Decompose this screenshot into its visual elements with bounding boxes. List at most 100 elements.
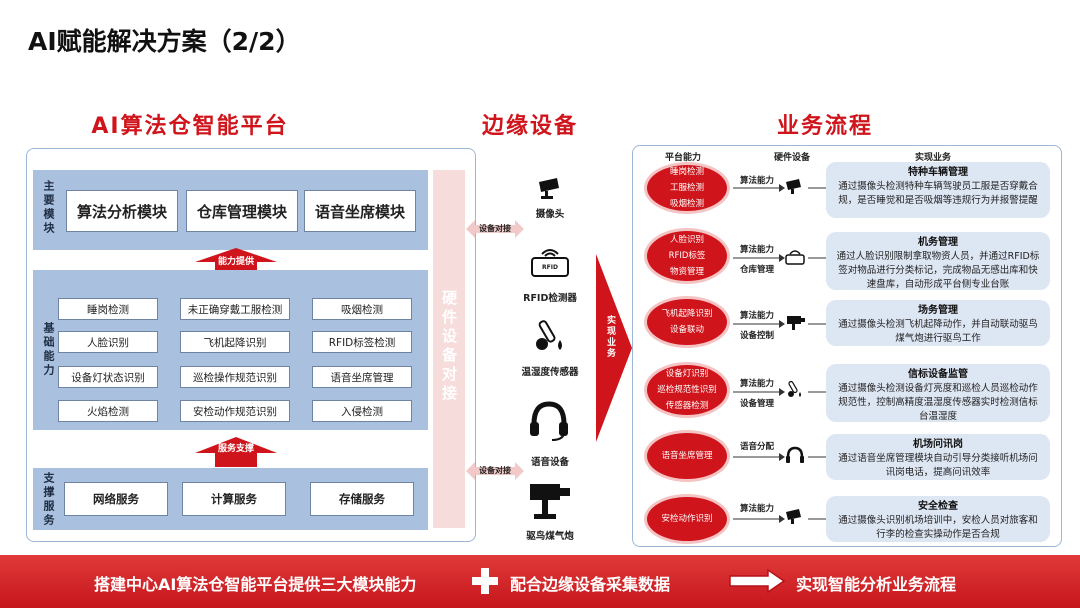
dock-label-top: 设备对接	[479, 224, 511, 233]
footer-text-2: 配合边缘设备采集数据	[510, 575, 671, 594]
edge-section-title: 边缘设备	[481, 114, 578, 139]
headset-icon	[530, 401, 568, 441]
row-tag: 算法能力	[740, 504, 775, 514]
circle-text: 物资管理	[669, 267, 704, 277]
plus-icon	[472, 568, 498, 594]
header-hardware: 硬件设备	[774, 153, 811, 163]
device-label-rfid: RFID检测器	[523, 293, 577, 304]
capability-item: 巡检操作规范识别	[180, 366, 290, 388]
capability-item: 入侵检测	[312, 400, 412, 422]
footer-banner	[0, 555, 1080, 608]
rfid-reader-icon	[531, 249, 569, 277]
business-desc: 通过人脸识别限制拿取物资人员，并通过RFID标签对物品进行分类标记，完成物品无感…	[836, 251, 1040, 290]
business-row-5-desc: 机场问讯岗 通过语音坐席管理模块自动引导分类接听机场问讯岗电话，提高问讯效率	[826, 434, 1050, 480]
capability-item: 睡岗检测	[58, 298, 158, 320]
circle-text: 工服检测	[669, 183, 704, 193]
business-row-3-circle: 飞机起降识别 设备联动	[644, 296, 730, 348]
dock-label-bottom: 设备对接	[479, 466, 511, 475]
bird-repeller-icon	[787, 316, 805, 330]
business-row-6-desc: 安全检查 通过摄像头识别机场培训中，安检人员对旅客和行李的检查实操动作是否合规	[826, 496, 1050, 542]
support-services-label: 支撑服务	[42, 472, 55, 528]
business-desc: 通过摄像头检测特种车辆驾驶员工服是否穿戴合规，是否睡觉和是否吸烟等违规行为并报警…	[838, 181, 1038, 206]
row-arrow	[733, 515, 785, 523]
dock-double-arrow-bottom	[466, 462, 524, 480]
footer-text-3: 实现智能分析业务流程	[796, 575, 957, 594]
hardware-dock-label: 硬件设备对接	[440, 290, 458, 404]
business-arrow	[596, 254, 632, 442]
device-label-cannon: 驱鸟煤气炮	[526, 531, 574, 542]
service-arrow-label: 服务支撑	[217, 444, 254, 454]
device-label-sensor: 温湿度传感器	[521, 367, 579, 378]
business-title: 机务管理	[918, 237, 958, 248]
capability-item: 飞机起降识别	[180, 331, 290, 353]
row-tag: 算法能力 仓库管理	[740, 245, 775, 275]
main-modules-label: 主要模块	[42, 180, 55, 236]
row-tag: 算法能力 设备管理	[740, 379, 775, 409]
business-row-6-circle: 安检动作识别	[644, 494, 730, 544]
capability-item: 人脸识别	[58, 331, 158, 353]
capability-item: 吸烟检测	[312, 298, 412, 320]
circle-text: 安检动作识别	[661, 514, 713, 524]
business-arrow-label: 实现业务	[605, 315, 615, 359]
business-title: 机场问讯岗	[913, 439, 963, 450]
business-row-4-desc: 信标设备监管 通过摄像头检测设备灯亮度和巡检人员巡检动作规范性，控制高精度温湿度…	[826, 364, 1050, 422]
rfid-badge-text: RFID	[542, 264, 558, 271]
service-network: 网络服务	[64, 482, 168, 516]
header-business: 实现业务	[915, 153, 952, 163]
capability-up-arrow	[195, 248, 277, 270]
business-desc: 通过摄像头检测飞机起降动作，并自动联动驱鸟煤气炮进行驱鸟工作	[838, 319, 1038, 344]
bird-repeller-icon	[530, 484, 570, 519]
device-label-voice: 语音设备	[530, 457, 569, 468]
service-storage: 存储服务	[310, 482, 414, 516]
headset-icon	[786, 446, 804, 463]
camera-icon	[786, 509, 801, 524]
business-section-title: 业务流程	[776, 114, 873, 139]
base-capabilities-label: 基础能力	[42, 322, 55, 378]
business-title: 特种车辆管理	[908, 167, 968, 178]
service-compute: 计算服务	[182, 482, 286, 516]
arrow-right-icon	[729, 569, 786, 593]
footer-text-1: 搭建中心AI算法仓智能平台提供三大模块能力	[94, 575, 417, 594]
circle-text: 传感器检测	[665, 401, 709, 411]
business-row-2-desc: 机务管理 通过人脸识别限制拿取物资人员，并通过RFID标签对物品进行分类标记，完…	[826, 232, 1050, 290]
page-title: AI赋能解决方案（2/2）	[28, 27, 301, 56]
business-row-3-desc: 场务管理 通过摄像头检测飞机起降动作，并自动联动驱鸟煤气炮进行驱鸟工作	[826, 300, 1050, 346]
camera-icon	[786, 179, 801, 194]
business-desc: 通过摄像头检测设备灯亮度和巡检人员巡检动作规范性，控制高精度温湿度传感器实时检测…	[838, 383, 1038, 422]
row-tag: 语音分配	[740, 442, 775, 452]
capability-item: 未正确穿戴工服检测	[180, 298, 290, 320]
business-row-1-circle: 睡岗检测 工服检测 吸烟检测	[644, 162, 730, 214]
row-arrow	[733, 320, 785, 328]
business-desc: 通过语音坐席管理模块自动引导分类接听机场问讯岗电话，提高问讯效率	[838, 453, 1038, 478]
capability-item: 安检动作规范识别	[180, 400, 290, 422]
thermometer-icon	[788, 380, 801, 397]
circle-text: 巡检规范性识别	[657, 385, 717, 395]
row-arrow	[733, 453, 785, 461]
hardware-dock-band	[433, 170, 465, 528]
capability-arrow-label: 能力提供	[217, 257, 254, 267]
business-row-1-desc: 特种车辆管理 通过摄像头检测特种车辆驾驶员工服是否穿戴合规，是否睡觉和是否吸烟等…	[826, 162, 1050, 218]
row-arrow	[733, 388, 785, 396]
business-row-5-circle: 语音坐席管理	[644, 430, 730, 482]
circle-text: 睡岗检测	[669, 167, 704, 177]
row-tag: 算法能力 设备控制	[740, 311, 775, 341]
platform-section-title: AI算法仓智能平台	[91, 114, 289, 139]
module-voice: 语音坐席模块	[304, 190, 416, 232]
rfid-reader-icon	[785, 250, 805, 265]
business-row-2-circle: 人脸识别 RFID标签 物资管理	[644, 228, 730, 284]
business-title: 信标设备监管	[908, 369, 968, 380]
circle-text: 飞机起降识别	[661, 309, 713, 319]
module-warehouse: 仓库管理模块	[186, 190, 298, 232]
circle-text: RFID标签	[668, 251, 706, 261]
capability-item: 设备灯状态识别	[58, 366, 158, 388]
business-desc: 通过摄像头识别机场培训中，安检人员对旅客和行李的检查实操动作是否合规	[838, 515, 1038, 540]
circle-text: 设备联动	[669, 325, 704, 335]
row-arrow	[733, 254, 785, 262]
capability-item: RFID标签检测	[312, 331, 412, 353]
row-arrow	[733, 184, 785, 192]
circle-text: 吸烟检测	[669, 199, 704, 209]
business-title: 场务管理	[918, 305, 958, 316]
module-algorithm: 算法分析模块	[66, 190, 178, 232]
row-tag: 算法能力	[740, 176, 775, 186]
header-platform-capability: 平台能力	[665, 153, 702, 163]
